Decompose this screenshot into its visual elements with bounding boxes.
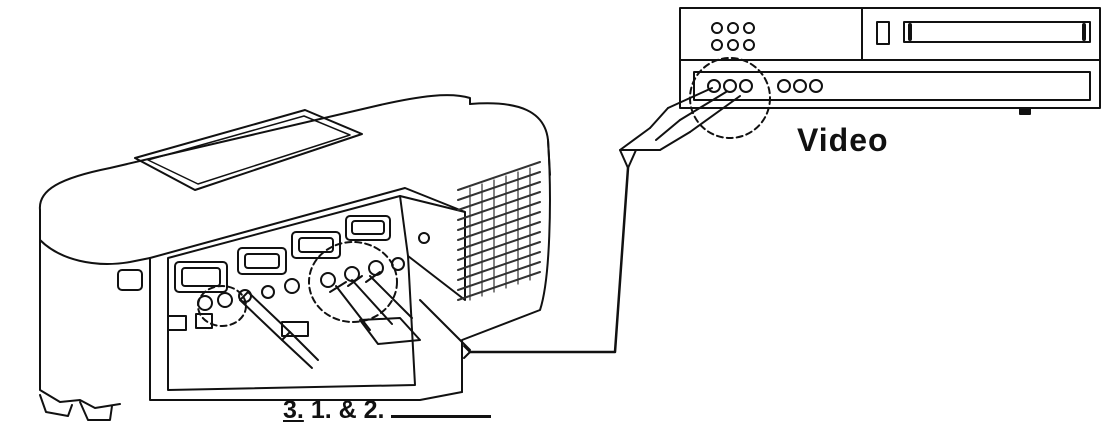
vga-port-3 [345,215,391,241]
device-rca-jack-2 [723,79,737,93]
projector-top-rear [469,102,551,176]
projector-top-outline [38,94,471,211]
rca-jack-video [320,272,336,288]
video-device-lower [679,59,1101,109]
step-number: 3. [283,396,304,424]
tape-slot [903,21,1091,43]
av-cable [468,166,630,354]
answer-blank [391,393,492,418]
video-device-label: Video [797,122,889,158]
projector-side-button [117,269,143,291]
projector-lid [134,109,363,191]
audio-jack-2 [217,292,233,308]
dvi-port [174,261,228,293]
audio-jack-1 [197,295,213,311]
vga-port-1 [237,247,287,275]
projector [38,94,551,421]
av-cable-plugs [335,275,413,331]
callout-av-circle [308,241,398,323]
step-text: 1. & 2. [310,396,385,424]
step-caption: 3. 1. & 2. [283,393,492,425]
projector-side [39,209,151,265]
projector-vents [457,161,541,301]
video-device [619,7,1101,151]
device-rca-jack-1 [707,79,721,93]
vga-port-2 [291,231,341,259]
callout-device-circle [689,57,771,139]
device-cable-plugs [667,87,741,133]
projector-feet [39,394,113,421]
connector-panel [167,195,416,391]
device-rca-jack-3 [739,79,753,93]
rca-jack-right [368,260,384,276]
